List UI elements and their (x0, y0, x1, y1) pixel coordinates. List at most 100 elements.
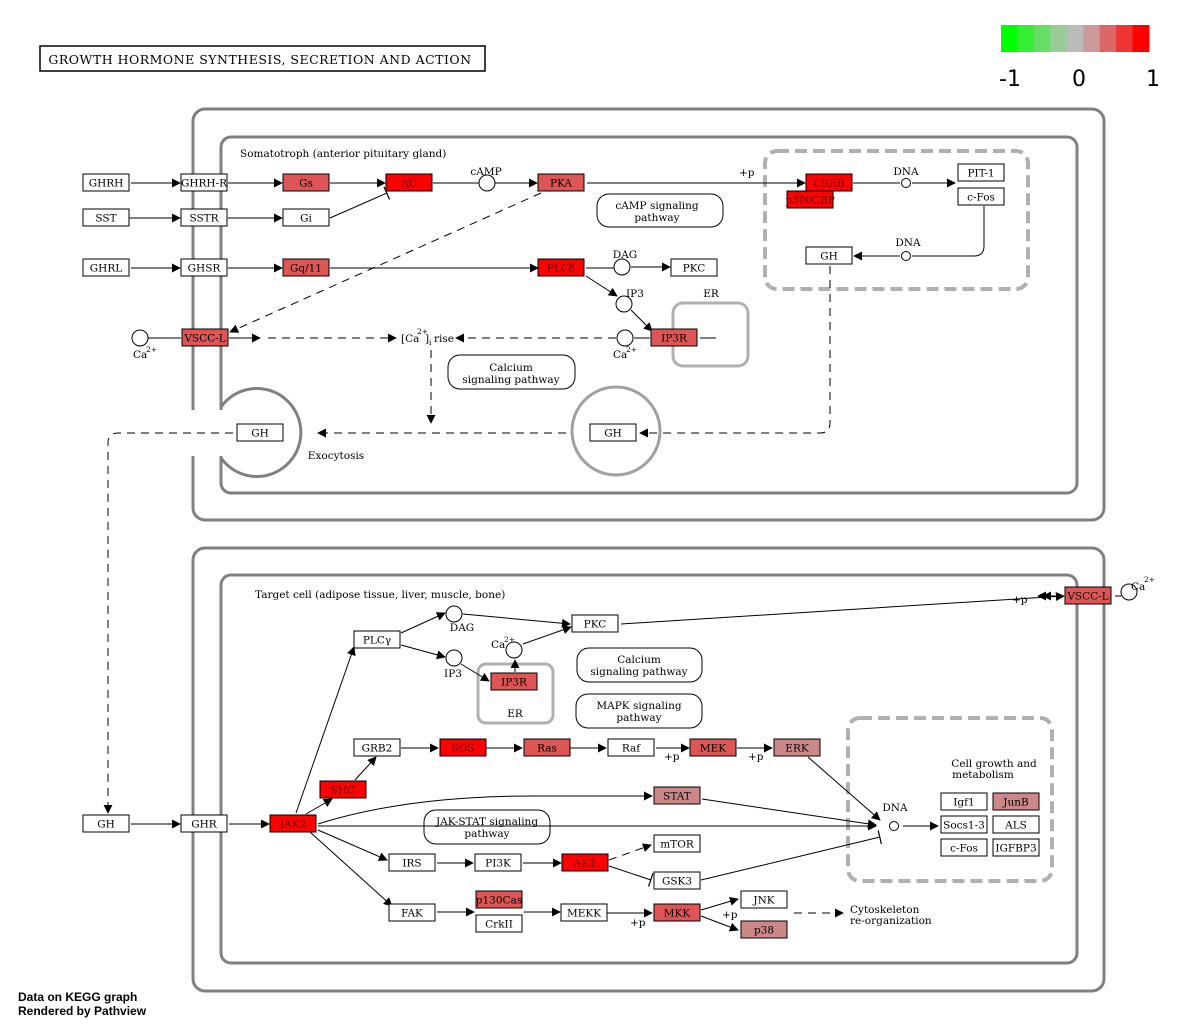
gene-box-p38[interactable] (740, 920, 788, 939)
dag-compound-top[interactable] (613, 258, 631, 276)
gene-box-ghrh-r[interactable] (180, 173, 228, 192)
gene-box-mkk[interactable] (653, 903, 701, 922)
gene-igfbp3[interactable]: IGFBP3 (992, 838, 1040, 857)
gene-shc[interactable]: SHC (319, 780, 367, 799)
gene-crkii[interactable]: CrkII (475, 914, 523, 933)
gene-vscc-l-2[interactable]: VSCC-L (1064, 586, 1112, 605)
gene-box-pka[interactable] (537, 173, 585, 192)
gene-sos[interactable]: SOS (439, 738, 487, 757)
gene-box-pkc[interactable] (670, 258, 718, 277)
gene-jnk[interactable]: JNK (740, 890, 788, 909)
gene-box-irs[interactable] (388, 853, 436, 872)
camp-compound[interactable] (478, 174, 496, 192)
mapk-signaling-pathway-link[interactable] (575, 693, 703, 729)
gene-socs1-3[interactable]: Socs1-3 (940, 815, 988, 834)
gene-box-mtor[interactable] (653, 834, 701, 853)
gene-akt[interactable]: AKT (561, 853, 609, 872)
gene-box-gh[interactable] (236, 423, 284, 442)
gene-box-socs1-3[interactable] (940, 815, 988, 834)
gene-pi3k[interactable]: PI3K (474, 853, 522, 872)
gene-gh-2[interactable]: GH (589, 423, 637, 442)
dna-node-top[interactable] (901, 178, 911, 188)
gene-box-gsk3[interactable] (653, 871, 701, 890)
camp-signaling-pathway-link[interactable] (596, 193, 724, 228)
gene-gh-4[interactable]: GH (82, 814, 130, 833)
gene-stat[interactable]: STAT (653, 786, 701, 805)
gene-ip3r[interactable]: IP3R (650, 328, 698, 347)
gene-box-plcb[interactable] (537, 258, 585, 277)
calcium-compound-left[interactable] (131, 329, 149, 347)
gene-jak2[interactable]: JAK2 (269, 814, 317, 833)
gene-box-vscc-l[interactable] (181, 328, 229, 347)
gene-box-sst[interactable] (82, 208, 130, 227)
gene-p38[interactable]: p38 (740, 920, 788, 939)
gene-gh-3[interactable]: GH (236, 423, 284, 442)
gene-sst[interactable]: SST (82, 208, 130, 227)
gene-box-als[interactable] (992, 815, 1040, 834)
gene-box-mek[interactable] (689, 738, 737, 757)
dna-node-mid[interactable] (901, 251, 911, 261)
gene-box-mekk[interactable] (560, 903, 608, 922)
dag-compound-bottom[interactable] (445, 605, 463, 623)
gene-box-ras[interactable] (523, 738, 571, 757)
gene-box-igf1[interactable] (940, 792, 988, 811)
gene-erk[interactable]: ERK (773, 738, 821, 757)
gene-box-sstr[interactable] (180, 208, 228, 227)
gene-box-ac[interactable] (385, 173, 433, 192)
gene-ghrh-r[interactable]: GHRH-R (180, 173, 228, 192)
gene-box-raf[interactable] (607, 738, 655, 757)
gene-box-gh[interactable] (82, 814, 130, 833)
gene-box-p300cbp[interactable] (786, 190, 834, 209)
gene-box-erk[interactable] (773, 738, 821, 757)
gene-junb[interactable]: JunB (992, 792, 1040, 811)
gene-box-vscc-l[interactable] (1064, 586, 1112, 605)
gene-box-junb[interactable] (992, 792, 1040, 811)
gene-mek[interactable]: MEK (689, 738, 737, 757)
gene-box-gh[interactable] (589, 423, 637, 442)
gene-sstr[interactable]: SSTR (180, 208, 228, 227)
gene-box-ghrl[interactable] (82, 258, 130, 277)
gene-gs[interactable]: Gs (282, 173, 330, 192)
ip3-compound-bottom[interactable] (445, 649, 463, 667)
gene-box-fak[interactable] (388, 903, 436, 922)
gene-box-shc[interactable] (319, 780, 367, 799)
gene-box-pkc[interactable] (571, 614, 619, 633)
gene-raf[interactable]: Raf (607, 738, 655, 757)
gene-box-gh[interactable] (805, 246, 853, 265)
gene-grb2[interactable]: GRB2 (353, 738, 401, 757)
gene-mkk[interactable]: MKK (653, 903, 701, 922)
gene-fak[interactable]: FAK (388, 903, 436, 922)
calcium-compound-right[interactable] (1120, 583, 1138, 601)
gene-ghrl[interactable]: GHRL (82, 258, 130, 277)
gene-box-pit1[interactable] (957, 163, 1005, 182)
gene-ac[interactable]: AC (385, 173, 433, 192)
gene-gsk3[interactable]: GSK3 (653, 871, 701, 890)
gene-box-cfos[interactable] (940, 838, 988, 857)
gene-gi[interactable]: Gi (282, 208, 330, 227)
gene-ghr[interactable]: GHR (180, 814, 228, 833)
gene-box-igfbp3[interactable] (992, 838, 1040, 857)
gene-box-gq11[interactable] (282, 258, 330, 277)
gene-als[interactable]: ALS (992, 815, 1040, 834)
gene-box-ghsr[interactable] (180, 258, 228, 277)
gene-box-ghrh[interactable] (82, 173, 130, 192)
gene-box-p130cas[interactable] (475, 890, 523, 909)
calcium-signaling-pathway-link-top[interactable] (447, 354, 576, 390)
gene-box-grb2[interactable] (353, 738, 401, 757)
gene-p300cbp[interactable]: p300CBP (785, 190, 835, 209)
gene-irs[interactable]: IRS (388, 853, 436, 872)
gene-mekk[interactable]: MEKK (560, 903, 608, 922)
gene-p130cas[interactable]: p130Cas (475, 890, 523, 909)
jak-stat-signaling-pathway-link[interactable] (423, 809, 551, 845)
gene-box-ghr[interactable] (180, 814, 228, 833)
gene-plcg[interactable]: PLCγ (353, 630, 401, 649)
gene-mtor[interactable]: mTOR (653, 834, 701, 853)
gene-ghsr[interactable]: GHSR (180, 258, 228, 277)
gene-box-ip3r[interactable] (490, 672, 538, 691)
gene-pkc[interactable]: PKC (670, 258, 718, 277)
calcium-compound-er[interactable] (616, 329, 634, 347)
gene-igf1[interactable]: Igf1 (940, 792, 988, 811)
gene-box-jak2[interactable] (269, 814, 317, 833)
gene-pkc-2[interactable]: PKC (571, 614, 619, 633)
gene-cfos-2[interactable]: c-Fos (940, 838, 988, 857)
